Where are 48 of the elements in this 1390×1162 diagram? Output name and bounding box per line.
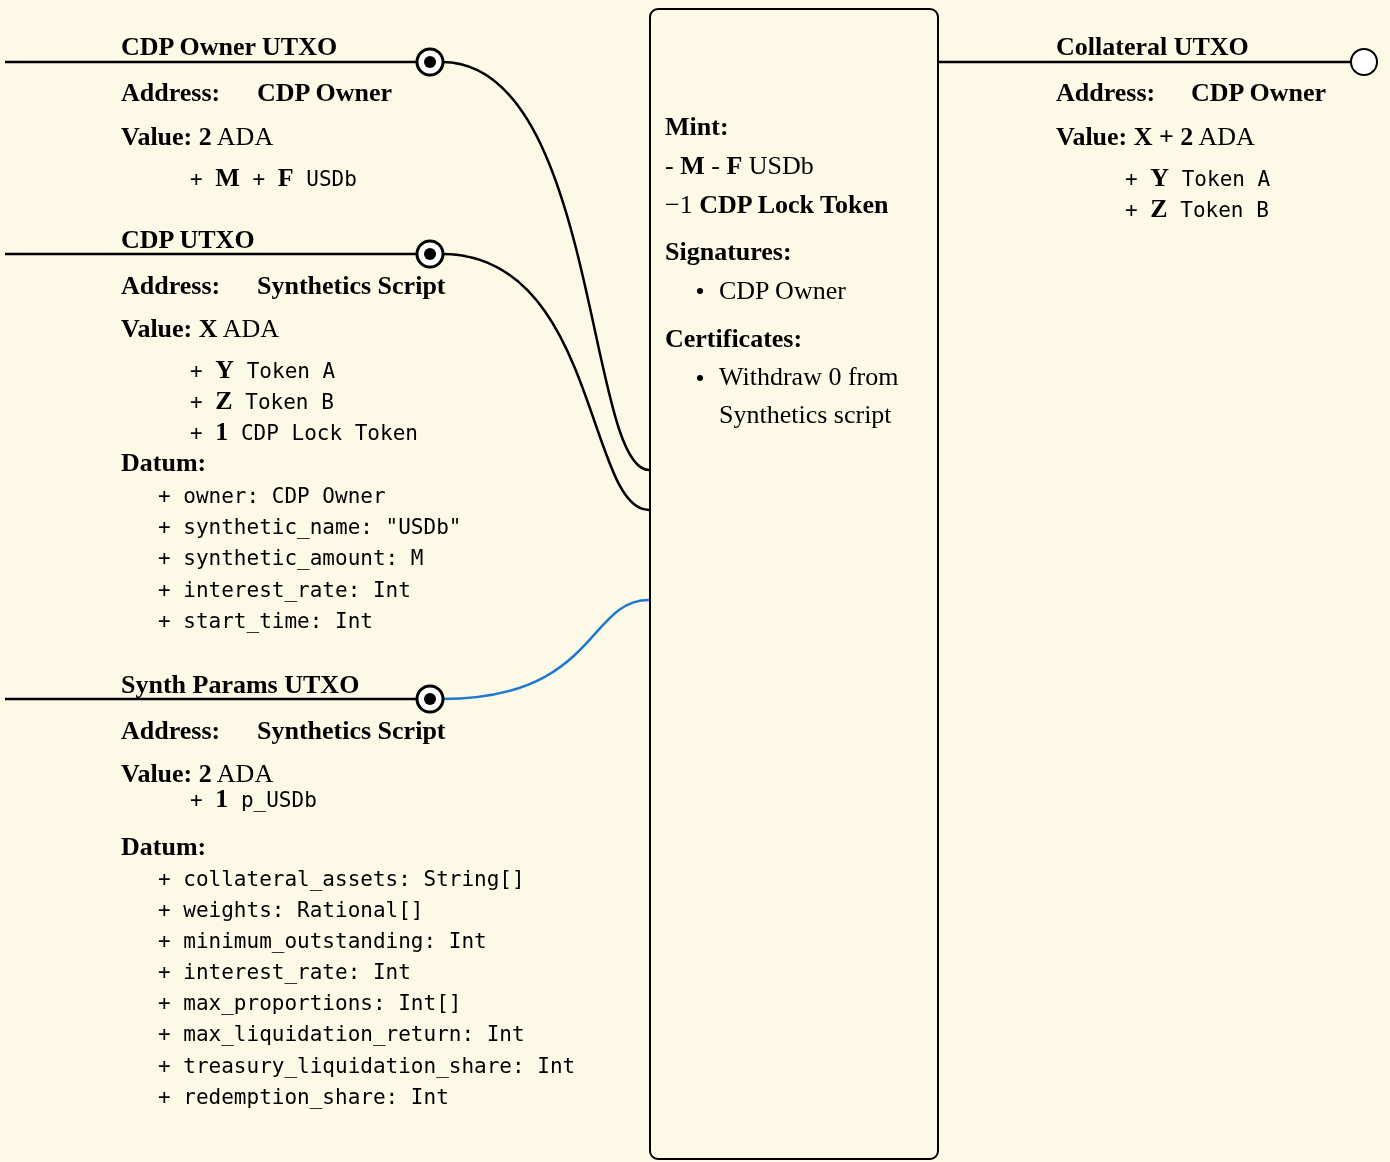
token-line: + Z Token B bbox=[190, 386, 334, 416]
datum-field: + interest_rate: Int bbox=[158, 577, 411, 603]
mint-line: - M - F USDb bbox=[665, 150, 814, 181]
datum-field: + minimum_outstanding: Int bbox=[158, 928, 487, 954]
connector bbox=[415, 47, 650, 472]
field-label: Synthetics Script bbox=[257, 270, 446, 301]
connector bbox=[939, 48, 1378, 76]
field-label: Datum: bbox=[121, 831, 207, 862]
mint-line: −1 CDP Lock Token bbox=[665, 189, 889, 220]
datum-field: + weights: Rational[] bbox=[158, 897, 424, 923]
field-label: Datum: bbox=[121, 447, 207, 478]
utxo-title: Collateral UTXO bbox=[1056, 31, 1249, 62]
datum-field: + collateral_assets: String[] bbox=[158, 866, 525, 892]
token-line: + Y Token A bbox=[1125, 163, 1271, 193]
datum-field: + owner: CDP Owner bbox=[158, 483, 386, 509]
datum-field: + redemption_share: Int bbox=[158, 1084, 449, 1110]
datum-field: + max_liquidation_return: Int bbox=[158, 1021, 525, 1047]
token-line: + Z Token B bbox=[1125, 194, 1269, 224]
connector bbox=[415, 598, 650, 714]
field-label: Address: bbox=[121, 77, 221, 108]
token-line: + M + F USDb bbox=[190, 163, 357, 193]
connector bbox=[415, 239, 650, 512]
list-item: CDP Owner bbox=[719, 275, 846, 306]
field-label: Synthetics Script bbox=[257, 715, 446, 746]
value-line: Value: 2 ADA bbox=[121, 121, 274, 152]
datum-field: + interest_rate: Int bbox=[158, 959, 411, 985]
field-label: Mint: bbox=[665, 111, 729, 142]
value-line: Value: X + 2 ADA bbox=[1056, 121, 1255, 152]
field-label: Signatures: bbox=[665, 236, 792, 267]
token-line: + 1 CDP Lock Token bbox=[190, 417, 418, 447]
utxo-title: CDP UTXO bbox=[121, 224, 255, 255]
value-line: Value: X ADA bbox=[121, 313, 279, 344]
datum-field: + max_proportions: Int[] bbox=[158, 990, 462, 1016]
utxo-title: Synth Params UTXO bbox=[121, 669, 360, 700]
utxo-title: CDP Owner UTXO bbox=[121, 31, 338, 62]
field-label: Certificates: bbox=[665, 323, 803, 354]
field-label: Address: bbox=[121, 270, 221, 301]
field-label: CDP Owner bbox=[1191, 77, 1327, 108]
token-line: + Y Token A bbox=[190, 355, 336, 385]
datum-field: + synthetic_amount: M bbox=[158, 545, 424, 571]
transaction-box bbox=[649, 8, 939, 1160]
list-item: Withdraw 0 from Synthetics script bbox=[719, 361, 900, 431]
field-label: Address: bbox=[121, 715, 221, 746]
datum-field: + synthetic_name: "USDb" bbox=[158, 514, 462, 540]
datum-field: + treasury_liquidation_share: Int bbox=[158, 1053, 576, 1079]
field-label: Address: bbox=[1056, 77, 1156, 108]
field-label: CDP Owner bbox=[257, 77, 393, 108]
datum-field: + start_time: Int bbox=[158, 608, 373, 634]
